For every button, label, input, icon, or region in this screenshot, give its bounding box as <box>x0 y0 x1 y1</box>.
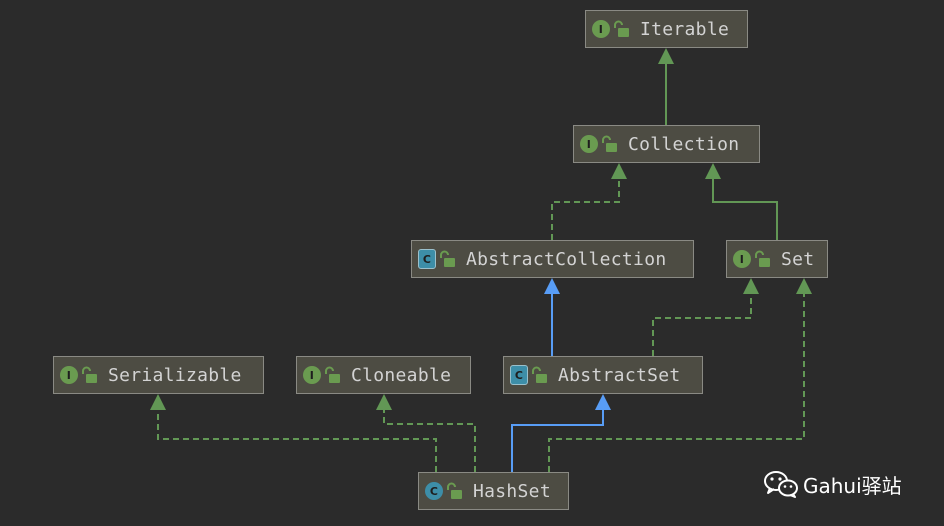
arrowhead <box>611 163 627 179</box>
class-icon: C <box>425 482 443 500</box>
edge-hashset-to-abstractset <box>511 394 611 472</box>
node-label: HashSet <box>473 480 551 502</box>
unlocked-padlock-icon <box>440 250 455 267</box>
arrowhead <box>705 163 721 179</box>
arrowhead <box>743 278 759 294</box>
watermark-text: Gahui驿站 <box>803 473 902 498</box>
node-label: Serializable <box>108 364 242 386</box>
arrowhead <box>595 394 611 410</box>
node-cloneable[interactable]: I Cloneable <box>296 356 471 394</box>
arrowhead <box>658 48 674 64</box>
node-label: Collection <box>628 133 740 155</box>
abstract-class-icon: C <box>510 365 528 385</box>
unlocked-padlock-icon <box>602 135 617 152</box>
node-label: Iterable <box>640 18 730 40</box>
arrowhead <box>544 278 560 294</box>
interface-icon: I <box>592 20 610 38</box>
arrowhead <box>150 394 166 410</box>
unlocked-padlock-icon <box>82 366 97 383</box>
edge-hashset-to-cloneable <box>376 394 476 472</box>
node-collection[interactable]: I Collection <box>573 125 760 163</box>
edge-hashset-to-serializable <box>150 394 437 472</box>
node-abstractcollection[interactable]: C AbstractCollection <box>411 240 694 278</box>
unlocked-padlock-icon <box>614 20 629 37</box>
unlocked-padlock-icon <box>532 366 547 383</box>
arrowhead <box>796 278 812 294</box>
interface-icon: I <box>733 250 751 268</box>
unlocked-padlock-icon <box>447 482 462 499</box>
edge-set-to-collection <box>705 163 778 240</box>
wechat-icon <box>764 471 798 498</box>
node-label: Cloneable <box>351 364 452 386</box>
interface-icon: I <box>580 135 598 153</box>
unlocked-padlock-icon <box>755 250 770 267</box>
interface-icon: I <box>60 366 78 384</box>
node-serializable[interactable]: I Serializable <box>53 356 264 394</box>
unlocked-padlock-icon <box>325 366 340 383</box>
edge-abstractset-to-set <box>652 278 759 356</box>
edge-abstractcollection-to-collection <box>551 163 627 240</box>
node-abstractset[interactable]: C AbstractSet <box>503 356 703 394</box>
node-label: AbstractSet <box>558 364 681 386</box>
arrowhead <box>376 394 392 410</box>
edge-abstractset-to-abstractcollection <box>544 278 560 356</box>
abstract-class-icon: C <box>418 249 436 269</box>
node-iterable[interactable]: I Iterable <box>585 10 748 48</box>
interface-icon: I <box>303 366 321 384</box>
edge-hashset-to-set <box>548 278 812 472</box>
watermark: Gahui驿站 <box>763 470 902 498</box>
node-hashset[interactable]: C HashSet <box>418 472 569 510</box>
node-label: AbstractCollection <box>466 248 667 270</box>
node-label: Set <box>781 248 815 270</box>
node-set[interactable]: I Set <box>726 240 828 278</box>
edge-collection-to-iterable <box>658 48 674 125</box>
